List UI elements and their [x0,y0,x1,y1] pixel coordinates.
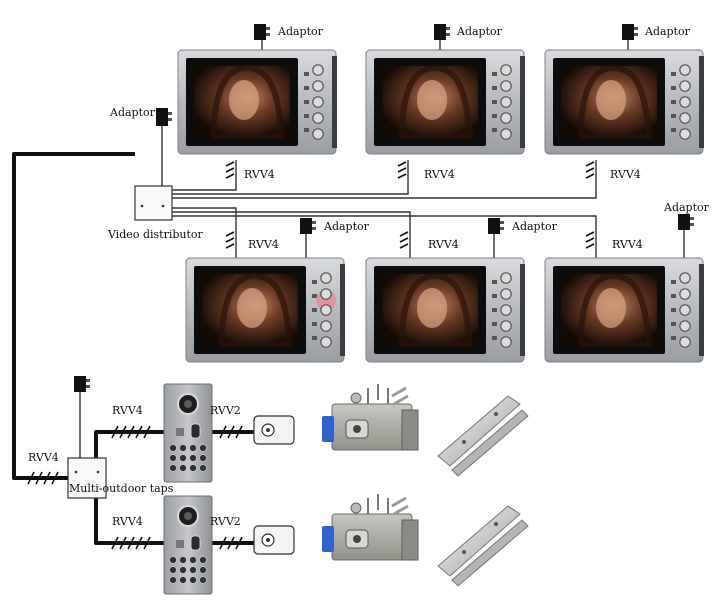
monitor-button [679,272,691,284]
rvv4-label: RVV4 [610,168,641,181]
video-distributor-box [134,185,173,221]
fingerprint-reader-icon [190,423,201,439]
monitor-button [500,272,512,284]
rvv4-label: RVV4 [612,238,643,251]
monitor-button [312,128,324,140]
outdoor-door-panel [163,495,213,595]
rvv4-label: RVV4 [424,168,455,181]
monitor-button [679,128,691,140]
adaptor-label: Adaptor [663,201,710,214]
monitor-button [312,80,324,92]
monitor-button [679,112,691,124]
adaptor-icon [488,218,504,234]
monitor-button [312,112,324,124]
adaptor-icon [300,218,316,234]
monitor-button [312,96,324,108]
monitor-button [679,96,691,108]
monitor-button [500,320,512,332]
monitor-button [500,64,512,76]
adaptor-icon [74,376,90,392]
monitor-button [312,64,324,76]
rvv4-label: RVV4 [112,515,143,528]
adaptor-icon [622,24,638,40]
indoor-monitor [185,257,345,363]
monitor-button [500,112,512,124]
rvv4-label: RVV4 [248,238,279,251]
rvv4-label: RVV4 [428,238,459,251]
monitor-button [679,64,691,76]
adaptor-icon [434,24,450,40]
multi-outdoor-taps-box [67,457,107,499]
monitor-button [320,272,332,284]
exit-button-device [253,525,295,555]
rvv4-label: RVV4 [244,168,275,181]
indoor-monitor [365,257,525,363]
monitor-button [500,128,512,140]
indoor-monitors [177,49,704,363]
video-distributor-label: Video distributor [107,228,204,241]
monitor-button [679,320,691,332]
rvv4-label: RVV4 [28,451,59,464]
adaptor-icon [156,108,172,126]
magnetic-lock [437,395,529,477]
indoor-monitor [544,49,704,155]
adaptor-icon [254,24,270,40]
monitor-button [320,288,332,300]
monitor-button [320,336,332,348]
monitor-button [679,80,691,92]
lock-devices [253,384,529,587]
monitor-button [500,96,512,108]
adaptor-icon [678,214,694,230]
monitor-button [500,80,512,92]
rvv2-label: RVV2 [210,515,241,528]
outdoor-door-panel [163,383,213,483]
monitor-button [500,288,512,300]
fingerprint-reader-icon [190,535,201,551]
cabling [12,38,685,545]
monitor-button [500,304,512,316]
monitor-button [320,320,332,332]
adaptor-icons [74,24,694,392]
monitor-button [679,288,691,300]
cable-hatches [27,161,595,550]
electric-lock [322,494,419,561]
monitor-button [320,304,332,316]
adaptor-label: Adaptor [644,25,691,38]
rvv4-label: RVV4 [112,404,143,417]
exit-button-device [253,415,295,445]
multi-outdoor-taps-label: Multi-outdoor taps [69,482,174,495]
electric-lock [322,384,419,451]
adaptor-label: Adaptor [456,25,503,38]
indoor-monitor [544,257,704,363]
adaptor-label: Adaptor [277,25,324,38]
indoor-monitor [365,49,525,155]
indoor-monitor [177,49,337,155]
adaptor-label: Adaptor [323,220,370,233]
outdoor-panels [163,383,213,595]
labels: Adaptor Adaptor Adaptor Adaptor Adaptor … [28,25,710,528]
rvv2-label: RVV2 [210,404,241,417]
magnetic-lock [437,505,529,587]
monitor-button [679,336,691,348]
monitor-button [500,336,512,348]
monitor-button [679,304,691,316]
adaptor-label: Adaptor [511,220,558,233]
adaptor-label: Adaptor [109,106,156,119]
